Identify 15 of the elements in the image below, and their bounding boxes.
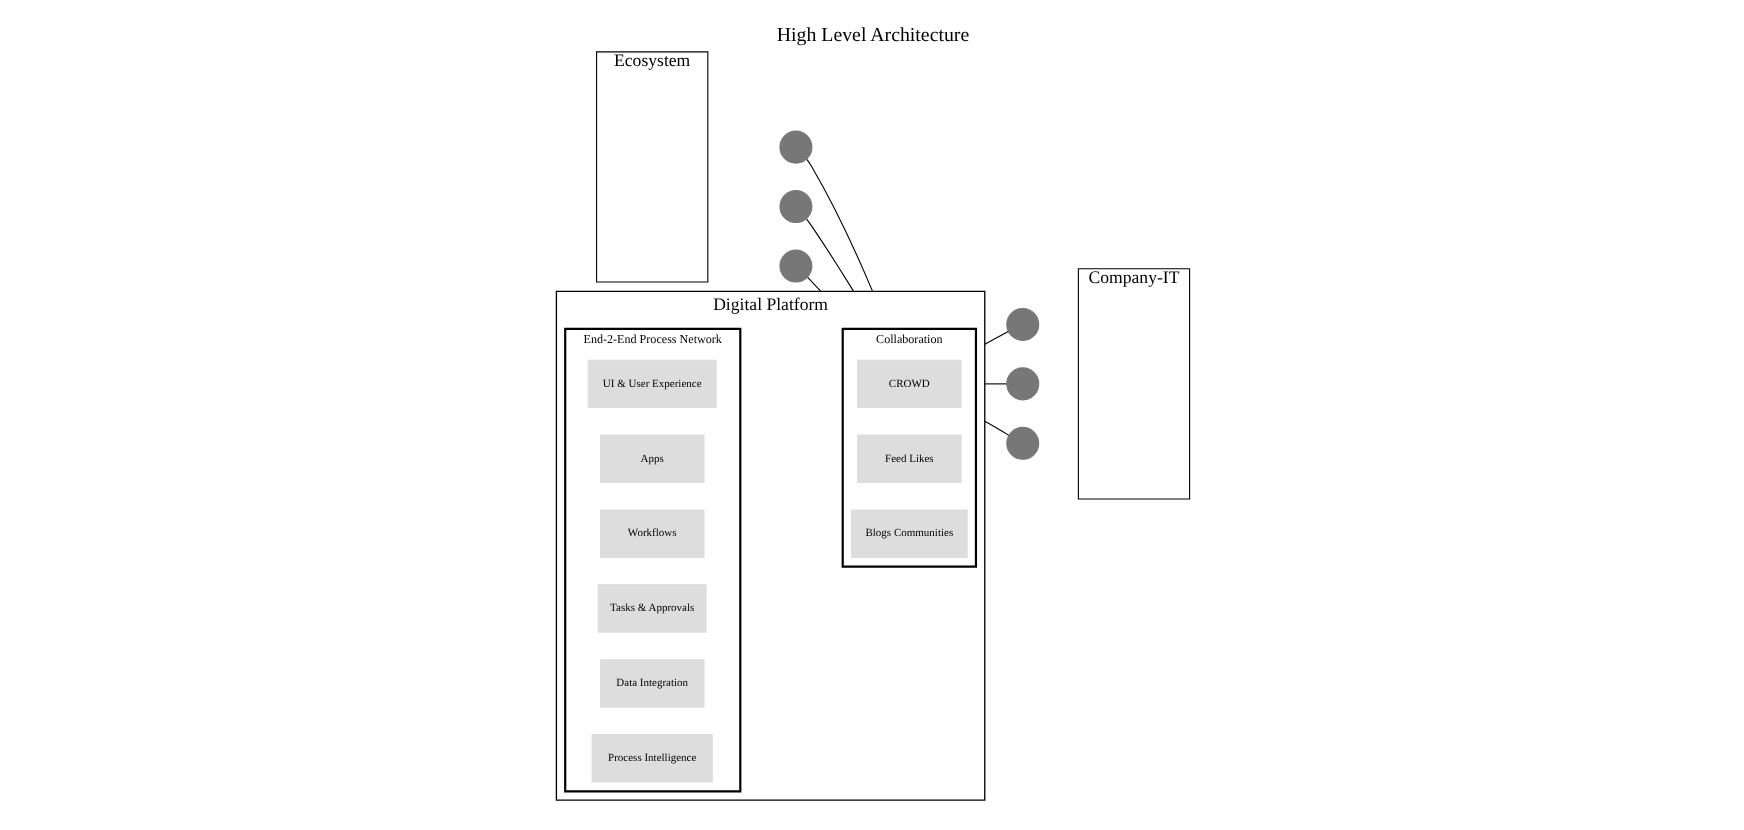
node-circle — [778, 130, 812, 164]
connector — [983, 383, 1007, 385]
node-circle — [778, 190, 812, 224]
connector — [806, 276, 821, 292]
node-circle — [778, 249, 812, 283]
node-circle — [1005, 307, 1039, 341]
node-circle — [1005, 426, 1039, 460]
node-box: Company-IT — [1076, 268, 1190, 500]
connector — [983, 420, 1009, 436]
node-box: Ecosystem — [595, 51, 708, 283]
connector — [983, 331, 1008, 345]
node-circle — [1005, 367, 1039, 401]
connector — [805, 218, 854, 292]
connector — [805, 158, 873, 292]
diagram-title: High Level Architecture — [775, 25, 969, 48]
